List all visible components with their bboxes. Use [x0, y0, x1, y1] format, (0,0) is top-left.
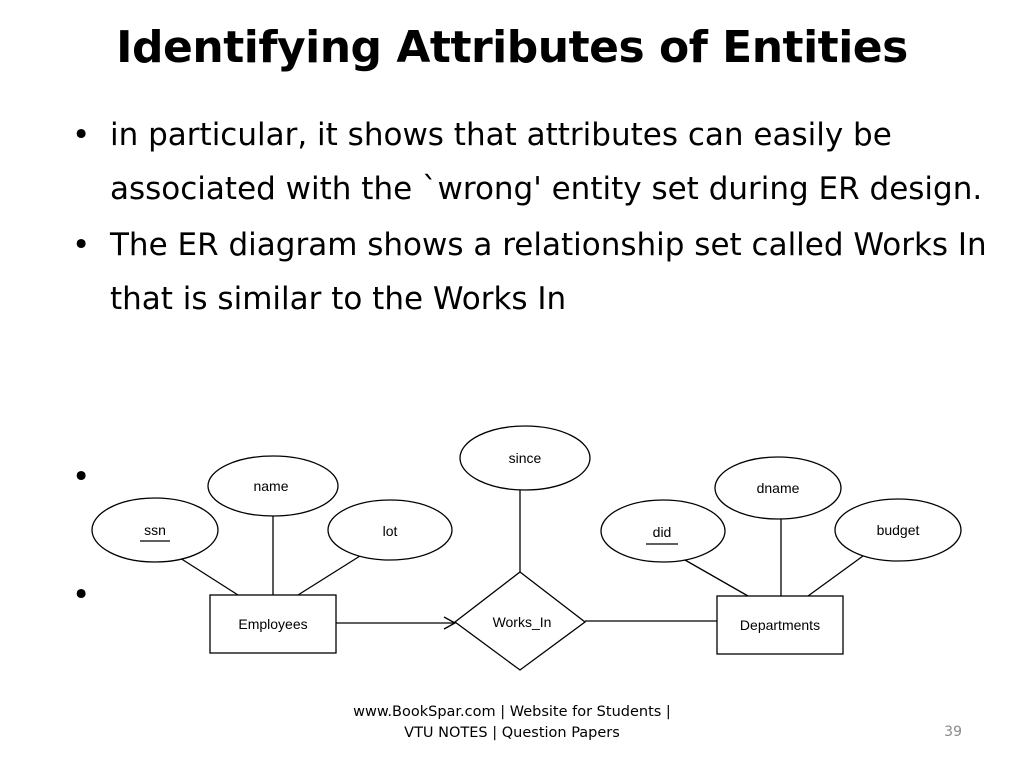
attribute-name-label: name: [253, 478, 288, 494]
attribute-dname: [714, 456, 842, 520]
empty-bullet: •: [72, 577, 91, 613]
footer-text: www.BookSpar.com | Website for Students …: [353, 704, 671, 741]
bullet-list: in particular, it shows that attributes …: [72, 108, 992, 326]
entity-departments: [716, 595, 844, 655]
entity-departments-label: Departments: [740, 617, 820, 633]
edge-ssn-employees: [179, 557, 239, 596]
slide-title: Identifying Attributes of Entities: [116, 22, 908, 73]
attribute-budget-label: budget: [877, 522, 920, 538]
attribute-lot-label: lot: [383, 523, 398, 539]
attribute-ssn-label: ssn: [144, 522, 166, 538]
attribute-since-label: since: [509, 450, 542, 466]
relationship-works-in: [453, 571, 587, 671]
page-number: 39: [944, 724, 962, 740]
attribute-did: [600, 499, 726, 563]
entity-employees: [209, 594, 337, 654]
bullet-item: in particular, it shows that attributes …: [72, 108, 992, 216]
attribute-lot: [327, 499, 453, 561]
attribute-ssn: [91, 497, 219, 563]
edge-lot-employees: [297, 555, 361, 596]
attribute-since: [459, 425, 591, 491]
relationship-works-in-label: Works_In: [493, 614, 552, 630]
bullet-item: The ER diagram shows a relationship set …: [72, 218, 992, 326]
attribute-name: [207, 455, 339, 517]
empty-bullet: •: [72, 459, 91, 495]
entity-employees-label: Employees: [238, 616, 307, 632]
arrow-head: [443, 616, 457, 630]
attribute-budget: [834, 498, 962, 562]
attribute-dname-label: dname: [757, 480, 800, 496]
attribute-did-label: did: [653, 524, 672, 540]
edge-budget-departments: [807, 555, 864, 597]
er-diagram: ssn name lot since did dname budget Empl…: [91, 425, 962, 671]
edge-did-departments: [677, 555, 749, 597]
